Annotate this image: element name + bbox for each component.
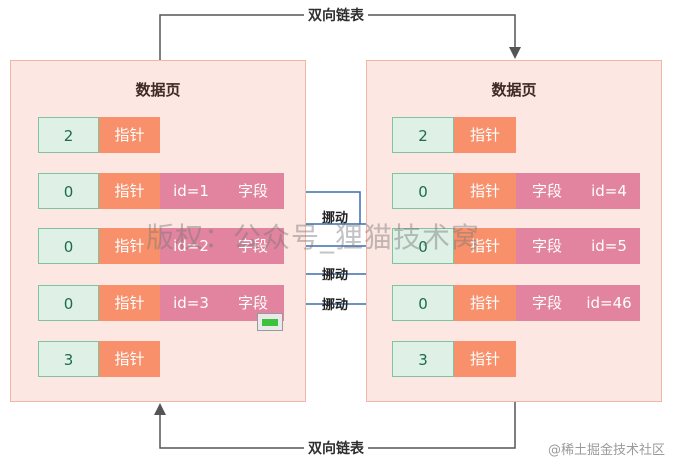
right-row3-field: 字段: [516, 228, 578, 264]
right-row1-pointer: 指针: [454, 117, 516, 153]
right-row4-field: 字段: [516, 285, 578, 321]
left-row2-id: id=1: [160, 173, 222, 209]
move-label-3: 挪动: [322, 298, 349, 313]
right-row2-field: 字段: [516, 173, 578, 209]
right-row2-pointer: 指针: [454, 173, 516, 209]
right-row2-id: id=4: [578, 173, 640, 209]
right-row4-pointer: 指针: [454, 285, 516, 321]
right-row5-header: 3: [392, 341, 454, 377]
left-row4-id: id=3: [160, 285, 222, 321]
move-label-2: 挪动: [322, 268, 349, 283]
left-row3-field: 字段: [222, 228, 284, 264]
left-row1-pointer: 指针: [99, 117, 160, 153]
credit-text: @稀土掘金技术社区: [547, 443, 665, 458]
right-row3-pointer: 指针: [454, 228, 516, 264]
right-page-title: 数据页: [491, 81, 537, 99]
right-row4-id: id=46: [578, 285, 640, 321]
right-row2-header: 0: [392, 173, 454, 209]
right-row4-header: 0: [392, 285, 454, 321]
left-row5-pointer: 指针: [99, 341, 160, 377]
left-row1-header: 2: [38, 117, 99, 153]
left-row4-pointer: 指针: [99, 285, 160, 321]
left-row3-header: 0: [38, 228, 99, 264]
right-row3-id: id=5: [578, 228, 640, 264]
top-link-label: 双向链表: [304, 5, 368, 25]
left-row4-header: 0: [38, 285, 99, 321]
left-row2-field: 字段: [222, 173, 284, 209]
watermark: 版权：公众号_狸猫技术窝: [146, 221, 481, 254]
right-row5-pointer: 指针: [454, 341, 516, 377]
right-row1-header: 2: [392, 117, 454, 153]
left-row3-id: id=2: [160, 228, 222, 264]
left-row2-pointer: 指针: [99, 173, 160, 209]
move-label-1: 挪动: [322, 211, 349, 226]
right-row3-header: 0: [392, 228, 454, 264]
battery-icon: [257, 313, 283, 331]
bottom-link-label: 双向链表: [304, 438, 368, 458]
left-row5-header: 3: [38, 341, 99, 377]
left-page-title: 数据页: [135, 81, 181, 99]
left-row3-pointer: 指针: [99, 228, 160, 264]
left-row2-header: 0: [38, 173, 99, 209]
